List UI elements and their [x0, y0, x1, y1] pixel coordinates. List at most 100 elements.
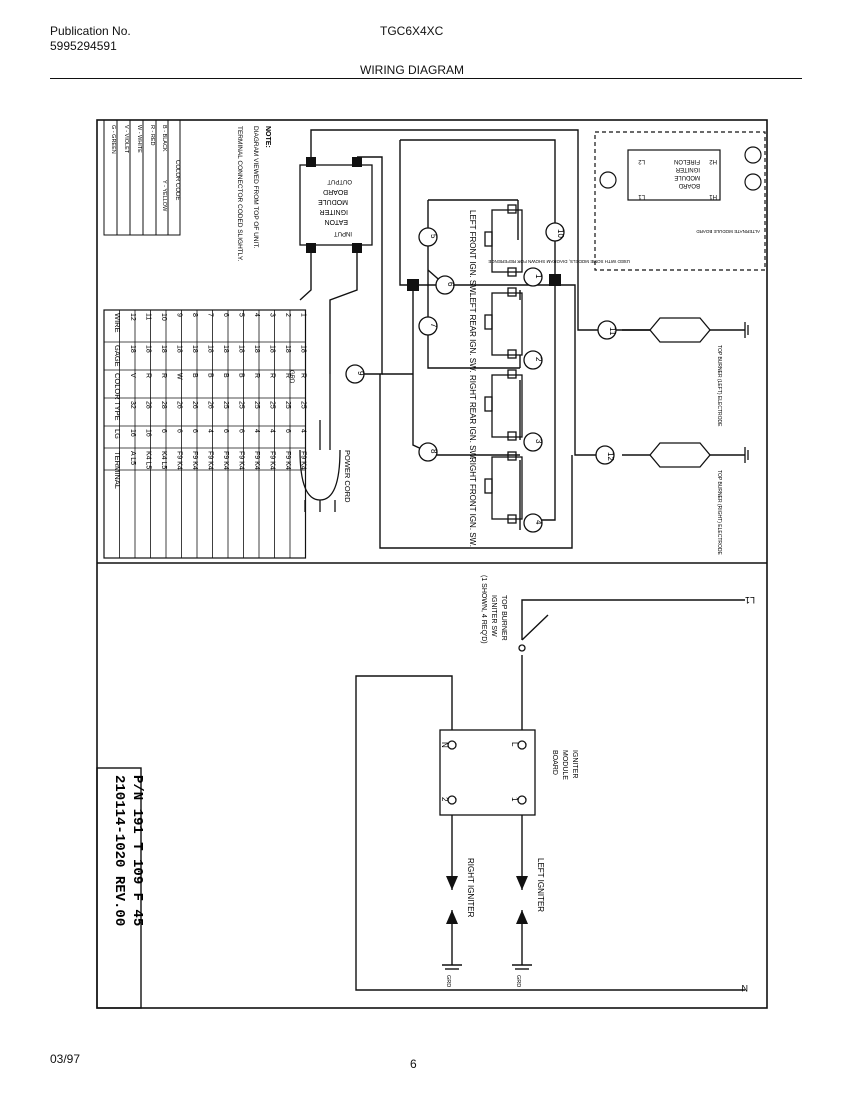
wire-table-cell: R [145, 373, 152, 378]
switch-label-line: (1 SHOWN, 4 REQ'D) [480, 575, 487, 644]
wire-table-cell: 6 [284, 429, 291, 433]
board-terminals [447, 740, 527, 805]
wire-table-cell: 18 [300, 345, 307, 353]
wire-number: 10 [556, 229, 565, 238]
wire-table-cell: 1 [300, 313, 307, 317]
wire-table-cell: 18 [160, 345, 167, 353]
switch-label: LEFT FRONT IGN. SW. [468, 210, 477, 295]
alt-terminal: L2 [638, 158, 645, 164]
module-line: MODULE [318, 198, 348, 205]
wire-table-cell: 26 [207, 401, 214, 409]
module-output: OUTPUT [327, 178, 352, 184]
wire-table-cell: 18 [269, 345, 276, 353]
wire-number: 12 [606, 452, 615, 461]
wire-table-cell: 28 [160, 401, 167, 409]
wire-table-cell: 32 [129, 401, 136, 409]
publication-number: 5995294591 [50, 39, 117, 53]
color-code-entry: G - GREEN [110, 125, 116, 154]
notes-line1: DIAGRAM VIEWED FROM TOP OF UNIT. [252, 126, 259, 249]
wire-table-cell: 9 [176, 313, 183, 317]
wire-table-cell: W [176, 373, 183, 380]
wire-table-cell: F9 K4 [253, 451, 260, 470]
board-label-line: BOARD [551, 750, 558, 775]
wire-table-cell: 25 [253, 401, 260, 409]
wire-table-cell: 18 [238, 345, 245, 353]
wire-number: 6 [446, 282, 455, 287]
color-code-entry: W - WHITE [136, 125, 142, 153]
publication-label: Publication No. [50, 24, 131, 38]
switch-label-line: IGNITER SW [490, 595, 497, 637]
module-input: INPUT [334, 230, 352, 236]
wire-table-cell: 18 [129, 345, 136, 353]
wire-number-circle [418, 316, 438, 336]
wire-table-cell: 16 [145, 429, 152, 437]
grd-label: GRD [515, 975, 521, 987]
wire-table-cell: R [253, 373, 260, 378]
wire-number-circle [418, 227, 438, 247]
switch-label: RIGHT FRONT IGN. SW. [468, 457, 477, 547]
wire-table-cell: 4 [207, 429, 214, 433]
wire-table-cell: 6 [176, 429, 183, 433]
alt-terminal: L1 [638, 193, 645, 199]
switch-contact [518, 644, 526, 652]
wire-table-cell: F9 K4 [238, 451, 245, 470]
wire-table-cell: 25 [284, 401, 291, 409]
wire-number-circle [345, 364, 365, 384]
part-number-box: P/N 191 T 109 F 45 210114-1020 REV.00 [96, 767, 145, 1009]
wire-table-cell: F9 K4 [269, 451, 276, 470]
wire-number: 7 [429, 323, 438, 328]
alt-terminal: H2 [709, 158, 717, 164]
wire-table-cell: F9 K4 [207, 451, 214, 470]
color-code-entry: Y - YELLOW [161, 180, 167, 212]
wire-number: 5 [429, 234, 438, 239]
notes-heading: NOTE: [264, 126, 271, 148]
left-igniter-label: LEFT IGNITER [536, 858, 545, 912]
igniter-arrows [446, 876, 528, 924]
wire-table-header: TERMINAL [113, 451, 122, 489]
wire-table-cell: 3 [269, 313, 276, 317]
alt-board-line: IGNITER [675, 166, 700, 172]
board-label-line: IGNITER [571, 750, 578, 778]
wire-table-cell: 28 [145, 401, 152, 409]
wire-table-cell: F9 K4 [300, 451, 307, 470]
wire-table-cell: 6 [238, 429, 245, 433]
terminal-label: 1 [510, 797, 519, 802]
wire-table-cell: R [269, 373, 276, 378]
wire-table-cell: 4 [269, 429, 276, 433]
junction-block [407, 279, 419, 291]
wire-table-cell: B [222, 373, 229, 378]
publication-block: Publication No. 5995294591 [50, 24, 131, 54]
wire-table-cell: 18 [253, 345, 260, 353]
alt-board-connector [599, 146, 762, 191]
model-number: TGC6X4XC [380, 24, 444, 38]
wire-table-cell: 16 [129, 429, 136, 437]
schematic-wiring [355, 599, 745, 991]
wire-number: 1 [534, 274, 543, 279]
wire-table-cell: 6 [191, 429, 198, 433]
wire-number-circle [523, 350, 543, 370]
part-number-line2: 210114-1020 REV.00 [111, 775, 127, 926]
wire-table-cell: 18 [191, 345, 198, 353]
wire-table-header: LG [113, 429, 122, 439]
wire-number-circle [597, 320, 617, 340]
wire-table-cell: R [284, 373, 291, 378]
wire-table-cell: 25 [300, 401, 307, 409]
wire-number: 9 [356, 371, 365, 376]
wire-table-cell: 6 [222, 429, 229, 433]
electrode-left [649, 317, 749, 343]
wire-table-cell: R [160, 373, 167, 378]
wire-table-cell: 8 [191, 313, 198, 317]
wire-table-cell: 18 [284, 345, 291, 353]
power-cord-label: POWER CORD [343, 450, 352, 503]
wire-table-cell: 18 [145, 345, 152, 353]
wire-table-cell: 18 [222, 345, 229, 353]
wire-table-cell: 10 [160, 313, 167, 321]
terminal-label: 2 [440, 797, 449, 802]
wire-table-cell: 2 [284, 313, 291, 317]
wire-table-cell: K4 L5 [160, 451, 167, 469]
wire-table-cell: F9 K4 [176, 451, 183, 470]
wire-number: 3 [534, 439, 543, 444]
right-igniter-label: RIGHT IGNITER [466, 858, 475, 918]
color-code-entry: B - BLACK [161, 125, 167, 152]
